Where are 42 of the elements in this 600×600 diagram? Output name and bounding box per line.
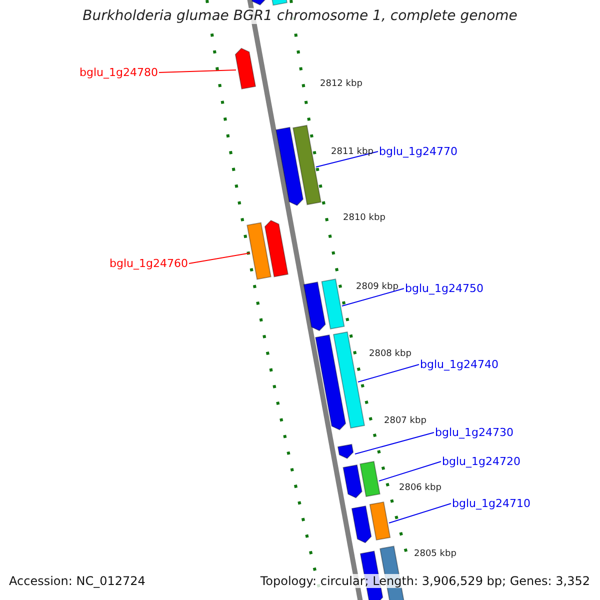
leader-line [358,364,420,382]
genome-info-text: Topology: circular; Length: 3,906,529 bp; Genes: 3,352 [260,574,590,588]
gene-label: bglu_1g24760 [110,257,188,270]
leader-line [342,288,404,306]
leader-line [158,70,236,73]
gene-bar [332,331,366,429]
gene-label: bglu_1g24770 [379,145,458,158]
leader-line [388,503,452,524]
gene-bar [321,278,345,330]
position-label: 2811 kbp [331,147,374,157]
gene-label: bglu_1g24720 [442,455,520,468]
gene-bar [303,282,326,332]
position-label: 2806 kbp [399,483,442,493]
gene-bar [234,48,256,90]
gene-bar [314,334,346,430]
position-label: 2805 kbp [414,549,456,559]
gene-label: bglu_1g24750 [405,282,484,295]
gene-label: bglu_1g24740 [420,358,498,371]
position-label: 2812 kbp [320,79,362,89]
gene-bar [342,464,362,498]
leader-line [354,432,434,454]
accession-text: Accession: NC_012724 [9,574,146,588]
gene-label: bglu_1g24710 [452,497,530,510]
gene-label: bglu_1g24730 [435,426,514,439]
leader-line [316,151,378,168]
position-label: 2810 kbp [343,213,386,223]
gene-bar [292,124,322,206]
position-label: 2808 kbp [369,349,412,359]
gene-bar [369,501,391,541]
position-label: 2809 kbp [356,282,398,292]
gene-bar [276,126,304,206]
gene-bar [264,220,289,278]
gene-bar [351,505,372,544]
gene-bar [270,0,288,6]
gene-bar [246,222,272,280]
gene-bar [337,444,354,459]
gene-bar [250,0,267,6]
gene-bar [360,460,380,498]
position-label: 2807 kbp [384,416,426,426]
gene-label: bglu_1g24780 [80,66,158,79]
leader-line [378,461,442,482]
leader-line [188,252,250,264]
